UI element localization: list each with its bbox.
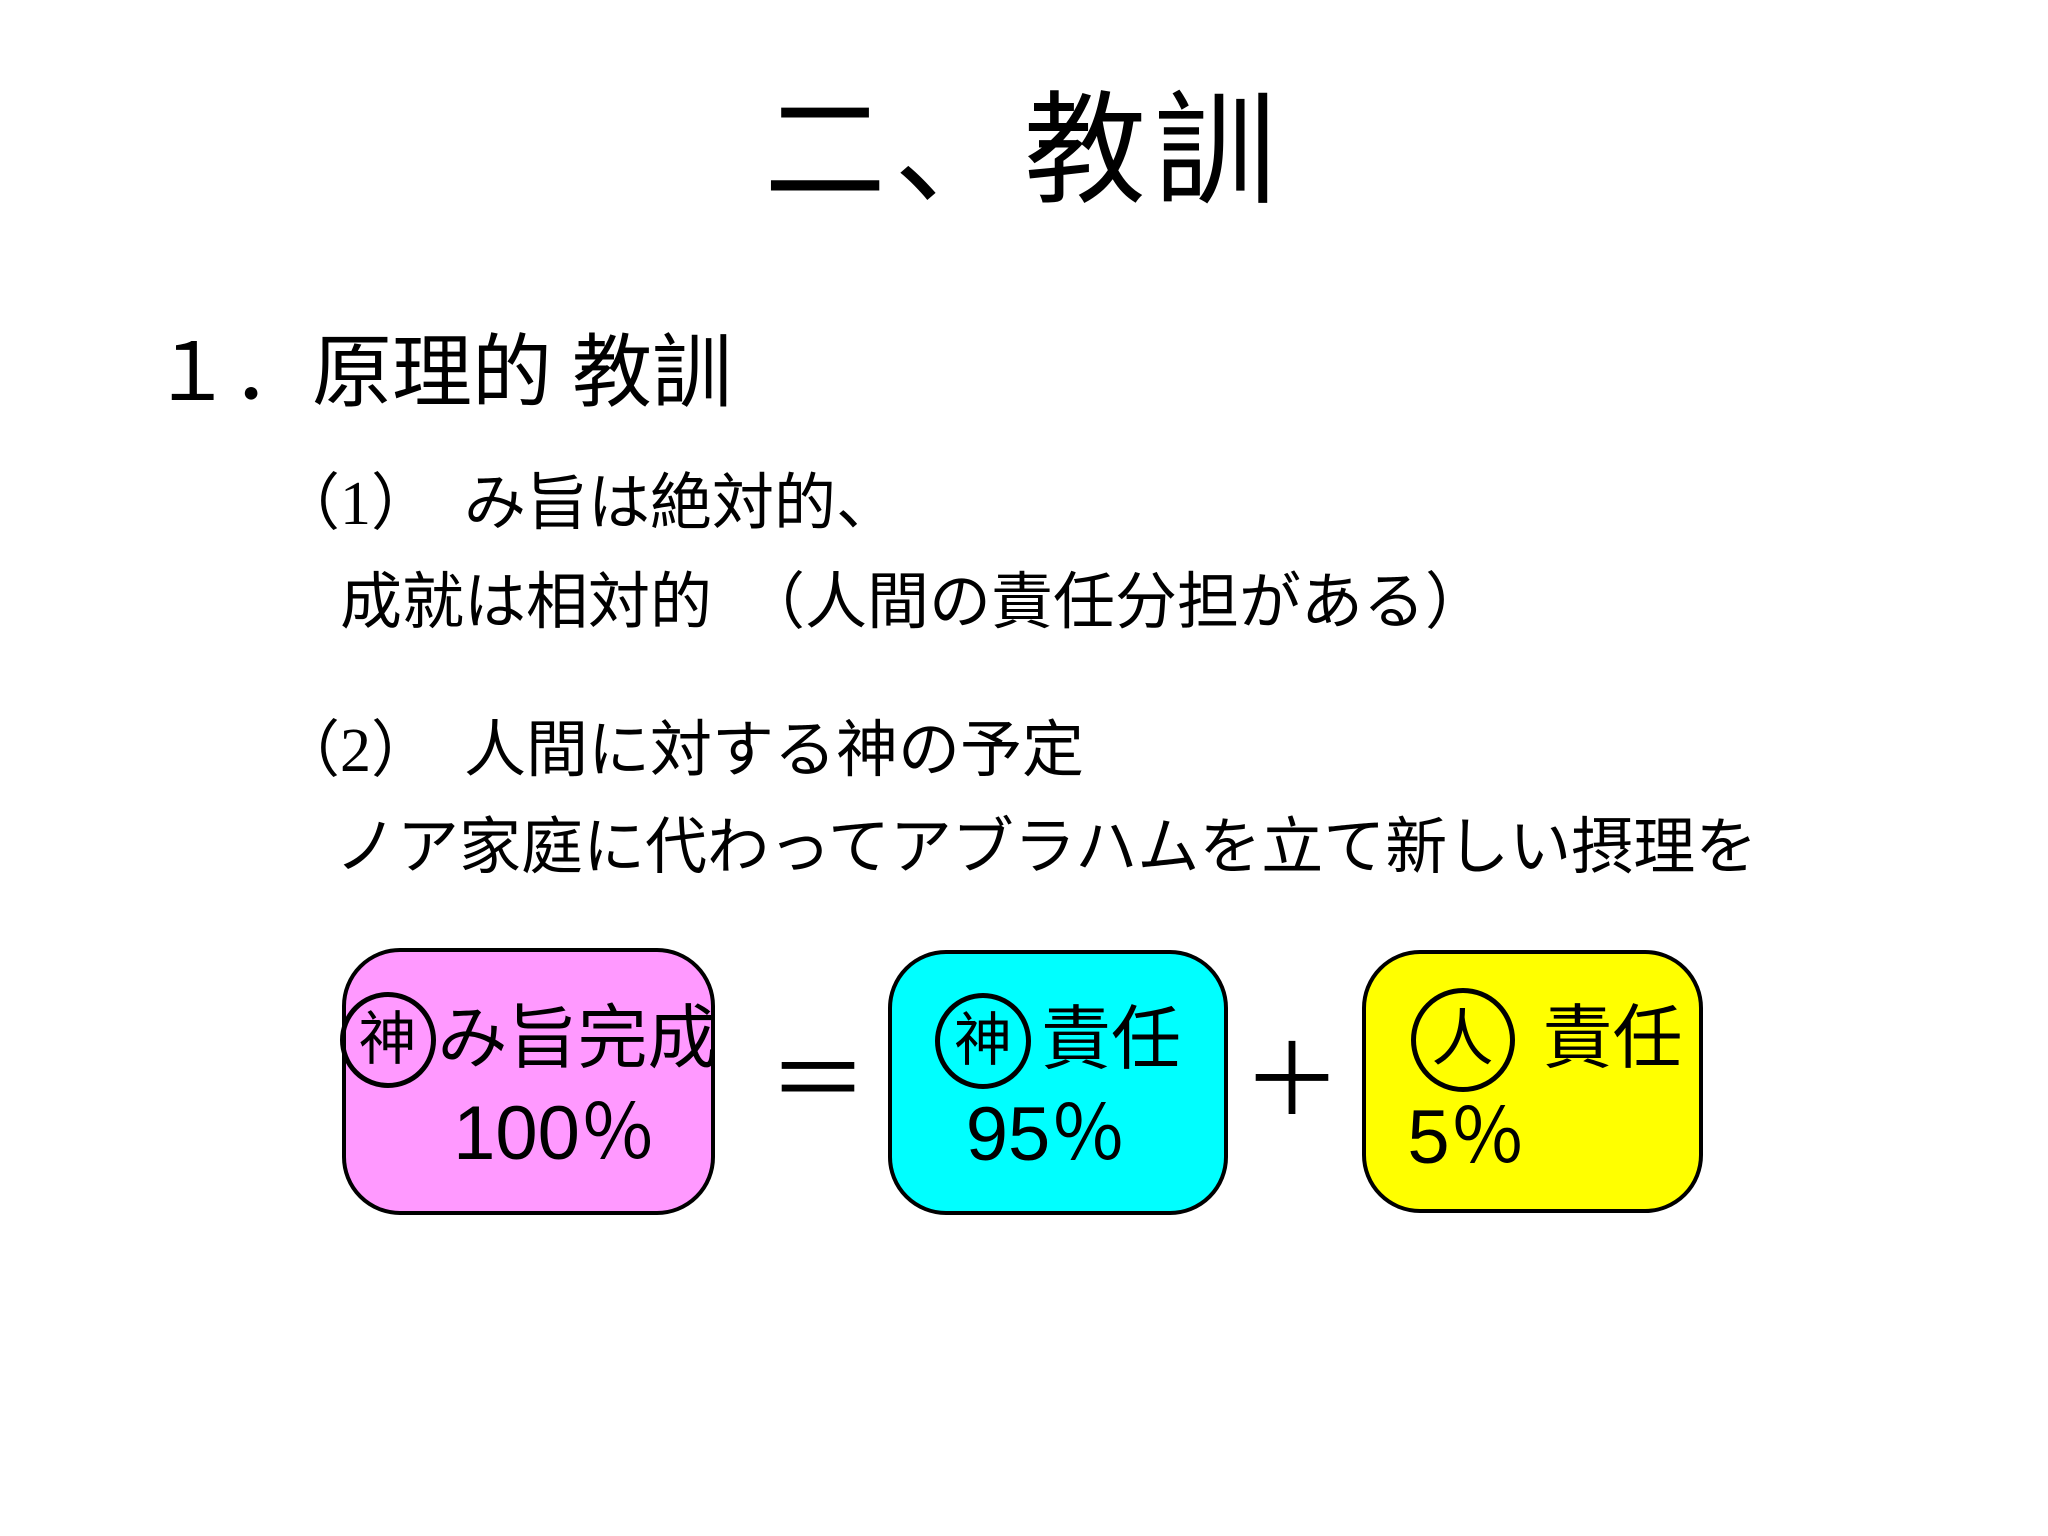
- goal-completion-box: 神 み旨完成 100％: [339, 948, 718, 1215]
- circled-human-kanji: 人: [1410, 987, 1515, 1092]
- plus-sign: ＋: [1242, 1026, 1342, 1137]
- god-responsibility-box: 神 責任 95％: [888, 950, 1228, 1215]
- point2-line2: ノア家庭に代わってアブラハムを立て新しい摂理を: [335, 814, 1758, 882]
- section-heading: １．原理的 教訓: [152, 330, 732, 418]
- point1-line1: （1） み旨は絶対的、: [278, 470, 899, 538]
- human-responsibility-value: 5％: [1407, 1094, 1526, 1180]
- human-responsibility-label: 責任: [1542, 1000, 1683, 1078]
- human-responsibility-box: 人 責任 5％: [1362, 950, 1703, 1213]
- god-responsibility-value: 95％: [965, 1091, 1127, 1177]
- circled-god-kanji: 神: [935, 992, 1031, 1089]
- point1-line2: 成就は相対的 （人間の責任分担がある）: [340, 569, 1488, 637]
- god-responsibility-label: 責任: [1041, 1001, 1181, 1079]
- god-responsibility-header: 神 責任: [935, 992, 1181, 1089]
- point2-line1: （2） 人間に対する神の予定: [278, 717, 1085, 785]
- human-responsibility-header: 人 責任: [1410, 987, 1683, 1092]
- goal-completion-header: 神 み旨完成: [339, 991, 718, 1088]
- circled-god-kanji: 神: [339, 991, 436, 1088]
- goal-completion-label: み旨完成: [437, 1000, 718, 1078]
- goal-completion-value: 100％: [453, 1090, 656, 1176]
- slide-title: 二、教訓: [764, 85, 1284, 220]
- equals-sign: ＝: [768, 1026, 868, 1137]
